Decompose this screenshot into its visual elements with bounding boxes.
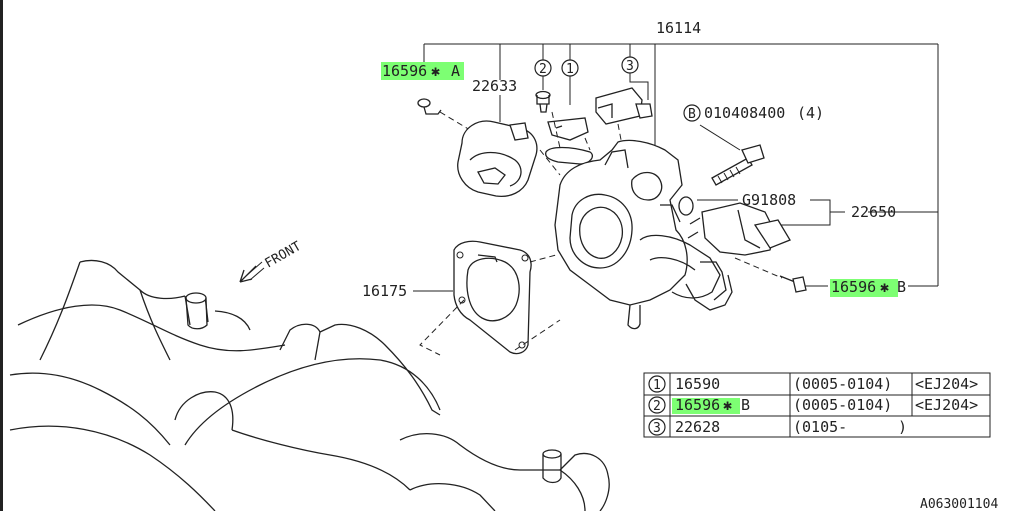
map-sensor	[595, 87, 653, 146]
callout-2-text: 2	[539, 62, 547, 77]
suffix-a: A	[451, 62, 460, 80]
callout-circle-b	[683, 104, 701, 122]
callout-3-text: 3	[626, 59, 634, 74]
part-number-16175[interactable]: 16175	[362, 282, 407, 300]
front-label: FRONT	[263, 239, 305, 272]
part-number-010408400[interactable]: 010408400	[704, 104, 785, 122]
bracket-screw	[535, 90, 594, 165]
part-number-22650[interactable]: 22650	[851, 203, 896, 221]
screw-16596b	[734, 257, 807, 293]
row-1-date: (0005-0104)	[793, 375, 892, 393]
throttle-sensor	[457, 120, 561, 198]
row-2-suffix: B	[741, 396, 750, 414]
table-row[interactable]: 2 16596 ✱ B (0005-0104) <EJ204>	[648, 396, 978, 414]
callout-1-text: 1	[566, 62, 574, 77]
part-number-g91808[interactable]: G91808	[742, 191, 796, 209]
callout-b-text: B	[688, 107, 696, 122]
intake-manifold	[9, 259, 610, 511]
applicability-table	[643, 372, 991, 438]
row-2-num: 2	[653, 399, 661, 414]
highlight-16596b	[830, 279, 898, 297]
table-row[interactable]: 1 16590 (0005-0104) <EJ204>	[648, 375, 978, 393]
gasket	[419, 240, 561, 356]
highlight-row-2	[672, 398, 740, 414]
diagram-code: A063001104	[920, 497, 998, 511]
frame-border	[0, 0, 3, 511]
row-2-engine: <EJ204>	[915, 396, 978, 414]
part-number-16596a[interactable]: 16596	[382, 62, 427, 80]
screw-16596a	[417, 98, 471, 131]
row-2-part: 16596	[675, 396, 720, 414]
table-row[interactable]: 3 22628 (0105- )	[648, 418, 907, 436]
row-2-date: (0005-0104)	[793, 396, 892, 414]
part-number-16114: 16114	[656, 19, 701, 37]
row-1-num: 1	[653, 378, 661, 393]
suffix-b: B	[897, 278, 906, 296]
star-icon: ✱	[723, 396, 732, 414]
group-bracket	[423, 43, 939, 287]
quantity-4: (4)	[797, 104, 824, 122]
row-1-part: 16590	[675, 375, 720, 393]
star-icon: ✱	[880, 278, 889, 296]
row-3-part: 22628	[675, 418, 720, 436]
front-arrow-icon	[239, 261, 265, 283]
throttle-body	[554, 139, 733, 330]
row-3-date: (0105-	[793, 418, 847, 436]
highlight-16596a	[381, 62, 464, 80]
star-icon: ✱	[431, 62, 440, 80]
idle-air-control-valve	[687, 202, 791, 256]
part-number-16596b[interactable]: 16596	[831, 278, 876, 296]
part-number-22633[interactable]: 22633	[472, 77, 517, 95]
row-3-num: 3	[653, 421, 661, 436]
row-3-engine: )	[898, 418, 907, 436]
bolt	[711, 144, 765, 186]
row-1-engine: <EJ204>	[915, 375, 978, 393]
